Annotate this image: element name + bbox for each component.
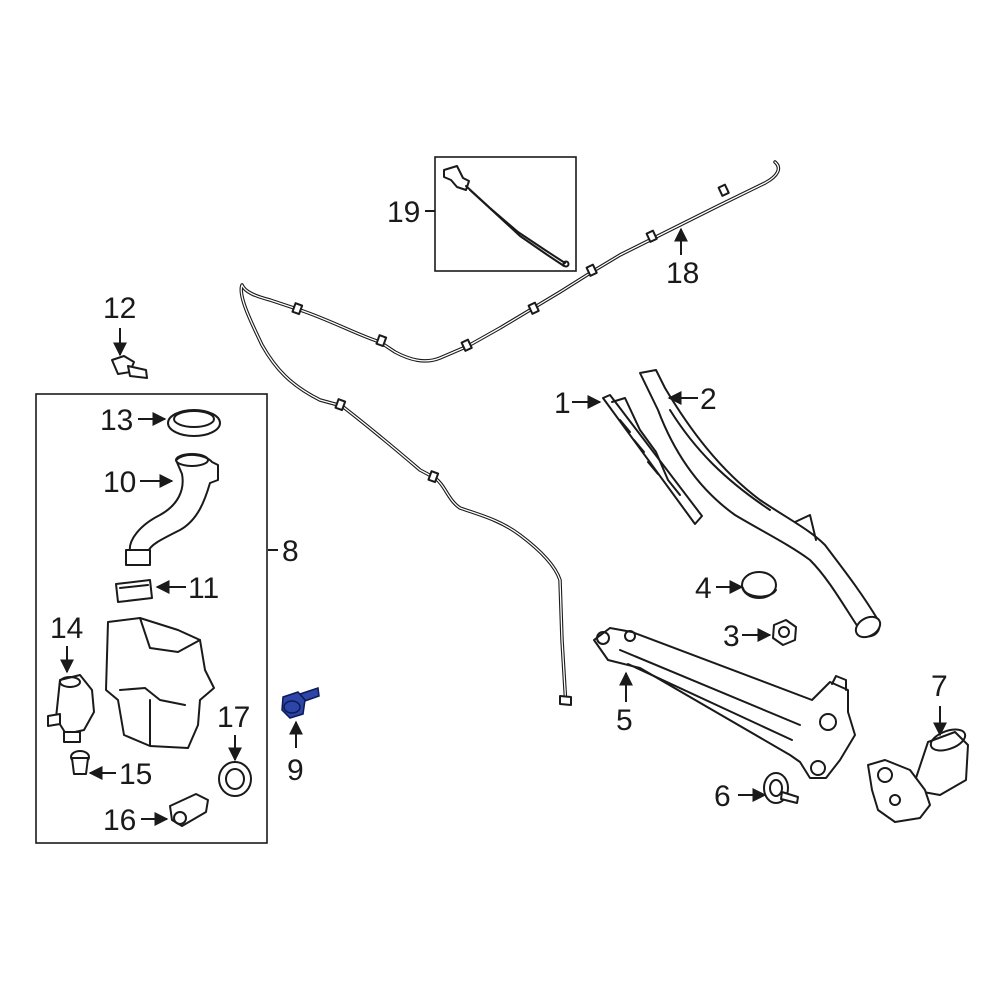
part-1-wiper-blade[interactable]	[602, 394, 703, 525]
callout-9: 9	[287, 754, 304, 787]
part-6-grommet-bolt[interactable]	[763, 772, 799, 804]
callout-10: 10	[103, 466, 136, 499]
part-4-pivot-cap[interactable]	[741, 571, 777, 599]
callout-14: 14	[50, 612, 83, 645]
part-11-seal[interactable]	[115, 579, 153, 603]
callout-12: 12	[103, 292, 136, 325]
callout-8: 8	[282, 535, 299, 568]
callout-leaders	[60, 210, 947, 826]
part-13-filler-cap[interactable]	[167, 409, 221, 437]
callout-18: 18	[666, 257, 699, 290]
reservoir-kit-frame-8	[35, 393, 268, 844]
callout-4: 4	[695, 572, 712, 605]
part-2-wiper-arm[interactable]	[639, 369, 884, 641]
part-15-plug[interactable]	[70, 750, 90, 775]
part-5-wiper-linkage[interactable]	[593, 627, 856, 779]
callout-16: 16	[103, 804, 136, 837]
callout-19: 19	[387, 196, 420, 229]
callout-1: 1	[554, 387, 571, 420]
part-17-grommet[interactable]	[218, 761, 252, 797]
part-10-filler-neck[interactable]	[125, 453, 219, 566]
inset-frame-19	[434, 156, 577, 272]
callout-2: 2	[700, 383, 717, 416]
callout-7: 7	[931, 670, 948, 703]
part-9-bolt-highlighted[interactable]	[281, 686, 320, 719]
part-3-nut[interactable]	[772, 619, 797, 646]
callout-11: 11	[188, 572, 219, 605]
part-18-washer-hose[interactable]	[239, 160, 781, 706]
callout-13: 13	[100, 404, 133, 437]
part-14-washer-pump[interactable]	[47, 674, 95, 743]
part-16-level-sensor[interactable]	[169, 793, 209, 827]
callout-17: 17	[217, 701, 250, 734]
callout-3: 3	[723, 620, 740, 653]
callout-labels: 1 2 3 4 5 6 7 8 9 10 11 12 13 14 15 16 1…	[50, 196, 948, 837]
callout-5: 5	[616, 704, 633, 737]
part-12-clip[interactable]	[111, 355, 148, 379]
callout-6: 6	[714, 780, 731, 813]
callout-15: 15	[119, 758, 152, 791]
part-19-hose-connector[interactable]	[443, 165, 570, 268]
reservoir-tank[interactable]	[105, 617, 215, 749]
part-7-wiper-motor[interactable]	[867, 725, 969, 823]
